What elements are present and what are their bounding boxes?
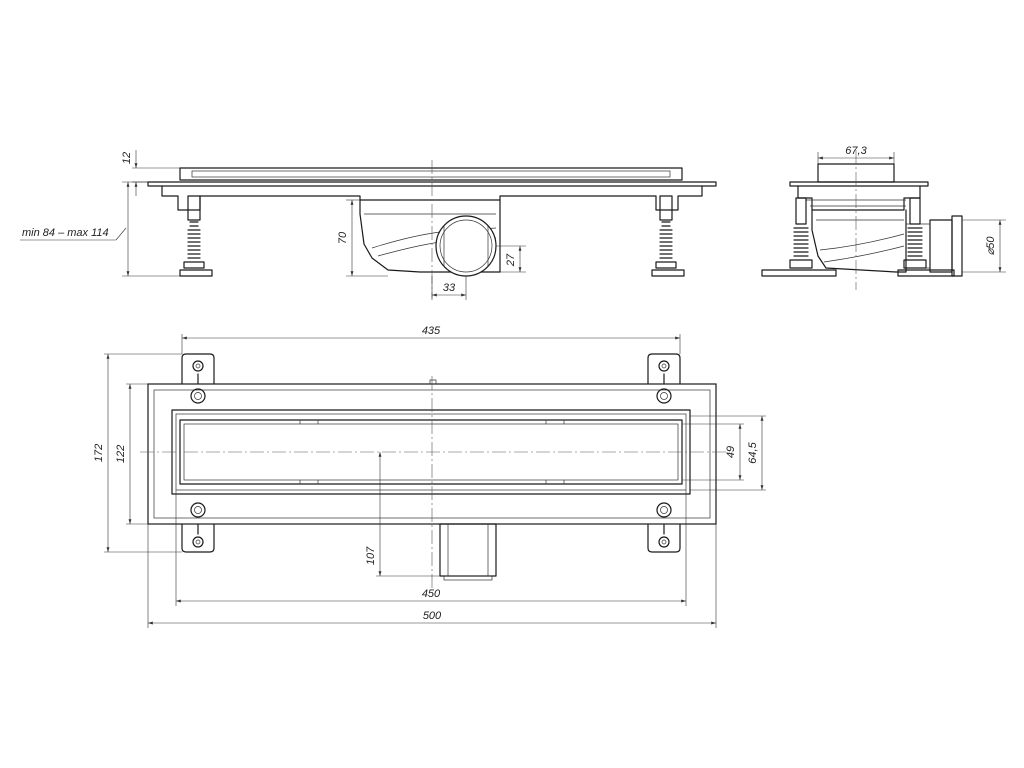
mounting-tab-top-left xyxy=(181,353,215,389)
screw-hole-icon xyxy=(658,536,670,548)
dim-length-500: 500 xyxy=(423,610,442,622)
grate-bar xyxy=(179,167,683,181)
dim-outlet-offset: 33 xyxy=(443,282,456,294)
side-view: 67,3 ⌀50 xyxy=(761,145,1006,290)
dim-height-range: min 84 – max 114 xyxy=(22,227,109,239)
outlet-plan xyxy=(439,523,497,577)
mounting-tab-bottom-right xyxy=(647,519,681,553)
front-view: 12 min 84 – max 114 70 33 27 xyxy=(20,150,717,300)
dim-length-inner: 435 xyxy=(422,325,441,337)
dim-pipe-diameter: ⌀50 xyxy=(985,236,997,256)
left-leveling-foot xyxy=(179,195,213,277)
dim-outlet-height: 27 xyxy=(505,253,517,267)
mounting-tab-top-right xyxy=(647,353,681,389)
dim-length-450: 450 xyxy=(422,588,441,600)
plan-view: 435 172 122 49 64,5 107 450 500 xyxy=(93,325,766,628)
side-right-foot xyxy=(897,197,955,277)
dim-width-mid: 122 xyxy=(115,445,127,463)
dim-width-outer: 172 xyxy=(93,444,105,462)
side-left-foot xyxy=(761,197,837,277)
dim-top-rim: 12 xyxy=(121,152,133,164)
screw-hole-icon xyxy=(658,360,670,372)
dim-grate-width: 67,3 xyxy=(845,145,867,157)
screw-hole-icon xyxy=(192,360,204,372)
screw-head-icon xyxy=(656,388,672,404)
side-body xyxy=(811,209,907,273)
dim-grate-slot: 49 xyxy=(725,446,737,458)
outlet-circle xyxy=(435,215,497,277)
dim-channel-width: 64,5 xyxy=(747,441,759,463)
channel-body xyxy=(161,185,703,211)
right-leveling-foot xyxy=(651,195,685,277)
siphon-body xyxy=(359,199,501,273)
mounting-tab-bottom-left xyxy=(181,519,215,553)
screw-head-icon xyxy=(656,502,672,518)
screw-head-icon xyxy=(190,502,206,518)
dim-outlet-distance: 107 xyxy=(365,546,377,565)
rim-flange xyxy=(147,181,717,187)
screw-hole-icon xyxy=(192,536,204,548)
dim-body-height: 70 xyxy=(337,231,349,244)
screw-head-icon xyxy=(190,388,206,404)
side-pipe xyxy=(929,219,953,273)
